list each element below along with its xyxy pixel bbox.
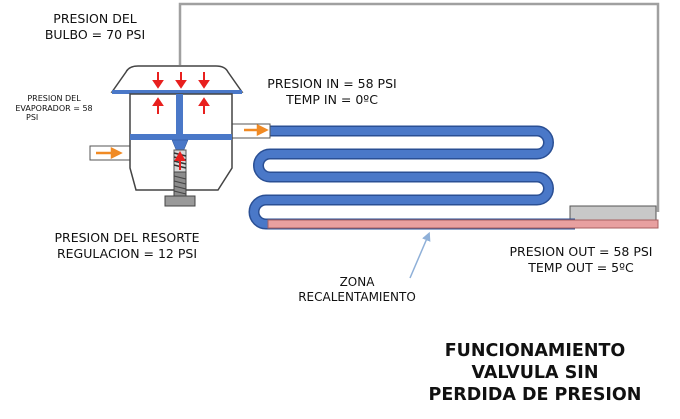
adjustment-screw	[164, 171, 196, 207]
evaporator-pressure-arrows	[152, 97, 210, 114]
evaporator-pressure-label: PRESION DEL EVAPORADOR = 58 PSI	[15, 94, 93, 123]
evaporator-coil	[248, 125, 575, 230]
outlet-flow-arrow	[244, 123, 269, 137]
inlet-flow-arrow	[96, 146, 123, 160]
diaphragm	[112, 90, 242, 94]
valve-head	[110, 65, 244, 93]
push-rod	[176, 94, 183, 136]
superheat-pointer	[409, 231, 431, 279]
spring-pressure-arrow	[174, 150, 186, 170]
inlet-conditions-label: PRESION IN = 58 PSI TEMP IN = 0ºC	[267, 76, 397, 107]
superheat-strip	[267, 219, 659, 229]
spring-pressure-label: PRESION DEL RESORTE REGULACION = 12 PSI	[54, 230, 200, 261]
bulb-pressure-label: PRESION DEL BULBO = 70 PSI	[44, 11, 146, 42]
outlet-conditions-label: PRESION OUT = 58 PSI TEMP OUT = 5ºC	[509, 244, 653, 275]
diagram-title: FUNCIONAMIENTO VALVULA SIN PERDIDA DE PR…	[428, 341, 642, 405]
seat-plate	[130, 134, 232, 140]
superheat-zone-label: ZONA RECALENTAMIENTO	[298, 275, 416, 304]
capillary-tube	[178, 2, 660, 212]
bulb-pressure-arrows	[152, 72, 210, 89]
